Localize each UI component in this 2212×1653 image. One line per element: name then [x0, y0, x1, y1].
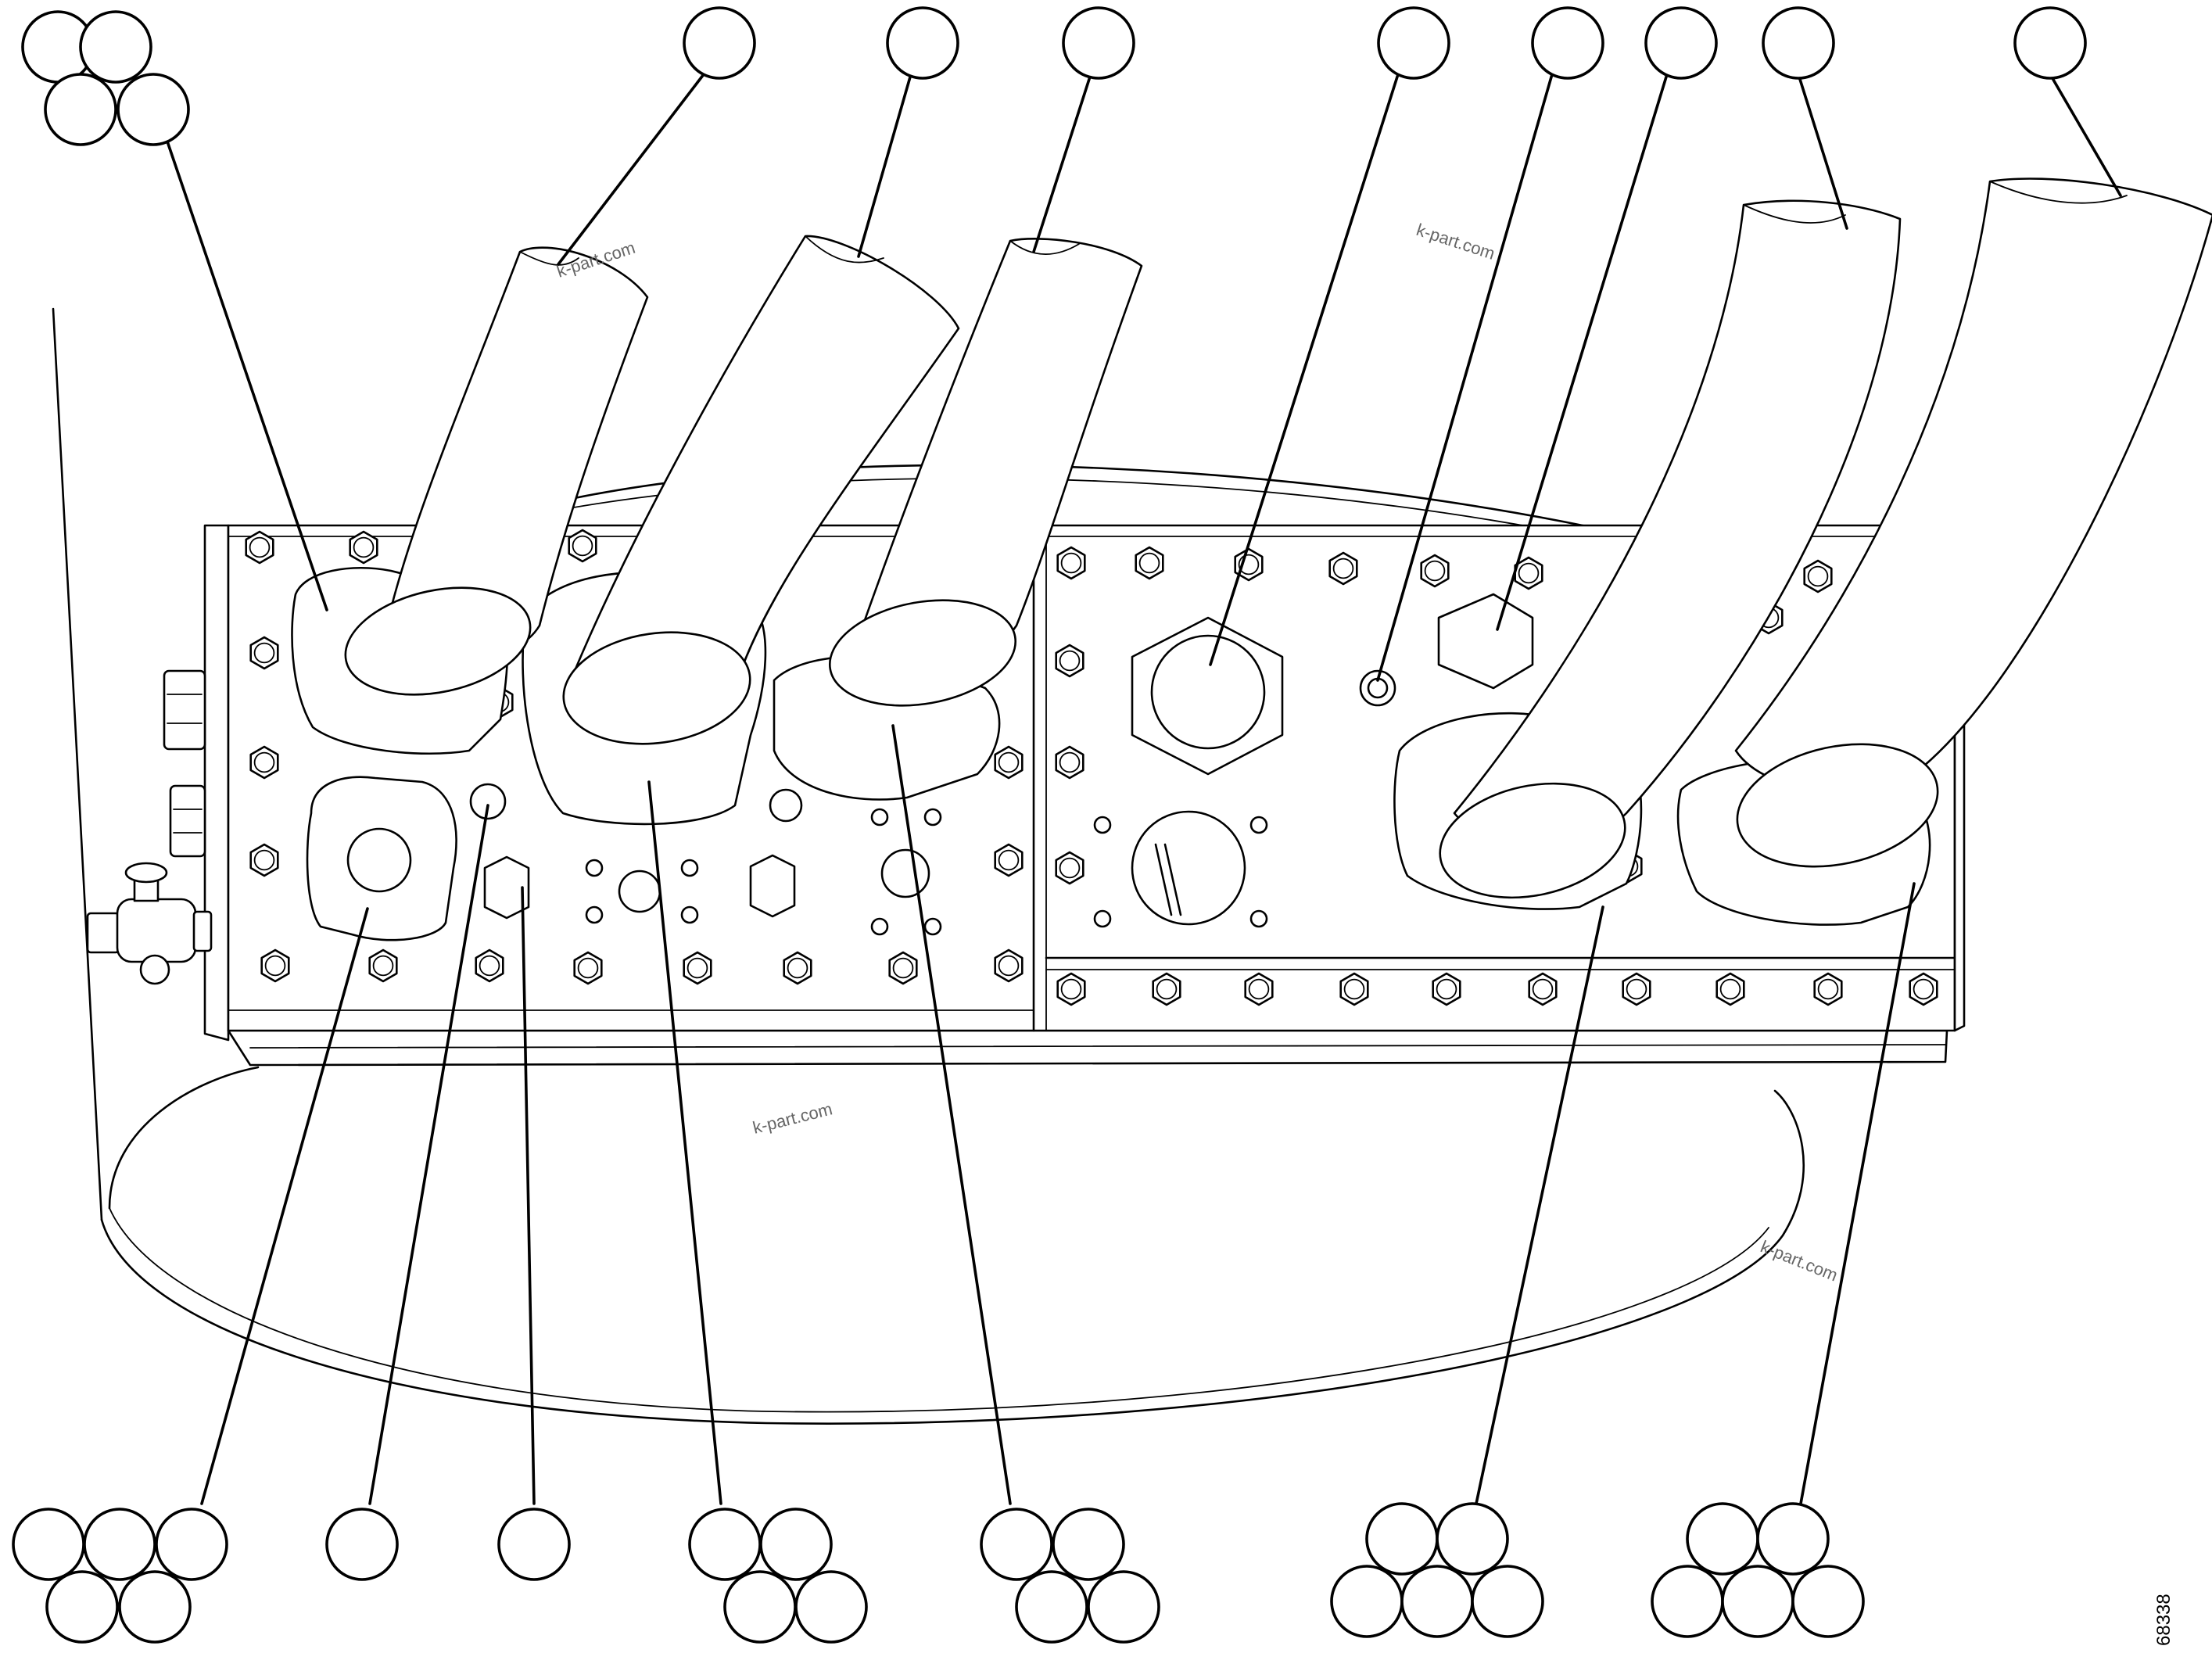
hex-bolt: [683, 951, 712, 985]
leader-top-small-fitting: [1376, 73, 1554, 682]
hex-bolt: [1813, 972, 1843, 1006]
figure-number: 68338: [2153, 1594, 2174, 1646]
watermark-2: k-part.com: [1414, 220, 1497, 264]
hex-bolt: [245, 530, 274, 565]
leader-bottom-flange-5: [1799, 882, 1916, 1505]
hex-bolt: [888, 951, 918, 985]
callout-bottom-flange-2[interactable]: [688, 1508, 868, 1644]
leader-bottom-flange-4: [1475, 905, 1604, 1505]
hex-bolt: [1152, 972, 1181, 1006]
hex-bolt: [994, 948, 1024, 983]
hex-bolt: [1339, 972, 1369, 1006]
hex-bolt: [1135, 546, 1164, 580]
plate-features: [306, 593, 1534, 941]
hex-bolt: [568, 529, 597, 563]
hex-bolt: [994, 843, 1024, 877]
leader-top-hose-4: [1797, 73, 1848, 230]
hex-bolt: [249, 843, 279, 877]
hex-bolt: [249, 745, 279, 780]
leader-top-hose-5: [2049, 73, 2122, 197]
leader-top-hose-2: [857, 73, 912, 258]
callout-bottom-flange-3[interactable]: [980, 1508, 1160, 1644]
callout-top-hose-2[interactable]: [886, 6, 959, 80]
hex-bolt: [1715, 972, 1745, 1006]
callout-top-hex-plug[interactable]: [1644, 6, 1718, 80]
leader-bottom-small-plug: [368, 804, 489, 1505]
callout-top-hose-5[interactable]: [2013, 6, 2087, 80]
hex-bolt: [1056, 972, 1086, 1006]
hex-bolt: [475, 948, 504, 983]
callout-top-large-plug[interactable]: [1377, 6, 1450, 80]
leader-bottom-flange-3: [891, 724, 1012, 1505]
leader-top-hex-plug: [1496, 73, 1669, 631]
leader-top-hose-1: [557, 73, 705, 266]
hex-bolt: [1432, 972, 1461, 1006]
hex-bolt: [1244, 972, 1274, 1006]
hex-bolt: [1420, 554, 1450, 588]
leader-lines: [165, 73, 2122, 1505]
callout-top-group-left[interactable]: [21, 10, 190, 146]
hex-bolt: [1622, 972, 1651, 1006]
callout-bottom-small-plug[interactable]: [325, 1508, 399, 1581]
callout-top-hose-4[interactable]: [1762, 6, 1835, 80]
hoses: [344, 177, 2212, 899]
callout-top-hose-3[interactable]: [1062, 6, 1135, 80]
hex-bolt: [1055, 745, 1084, 780]
hex-bolt: [1528, 972, 1558, 1006]
hex-bolt: [1514, 556, 1543, 590]
watermark-3: k-part.com: [751, 1099, 834, 1137]
leader-bottom-hex-plug: [521, 886, 536, 1505]
leader-bottom-flange-left: [200, 907, 369, 1505]
hex-bolt: [1055, 644, 1084, 678]
leader-bottom-flange-2: [647, 780, 722, 1505]
callout-top-hose-1[interactable]: [683, 6, 756, 80]
callout-top-small-fitting[interactable]: [1531, 6, 1604, 80]
leader-top-large-plug: [1209, 73, 1400, 666]
hex-bolt: [1328, 551, 1358, 586]
hex-bolt: [783, 951, 812, 985]
hex-bolt: [994, 745, 1024, 780]
hex-bolt: [1234, 547, 1264, 582]
callout-bottom-flange-4[interactable]: [1330, 1502, 1544, 1638]
callout-bottom-flange-left[interactable]: [12, 1508, 228, 1644]
hex-bolt: [1055, 851, 1084, 885]
hex-bolt: [260, 948, 290, 983]
callout-bottom-flange-5[interactable]: [1651, 1502, 1865, 1638]
hex-bolt: [1056, 546, 1086, 580]
hex-bolt: [1803, 559, 1833, 593]
leader-top-hose-3: [1032, 73, 1092, 253]
drain-valve: [86, 669, 213, 985]
watermark-4: k-part.com: [1758, 1236, 1841, 1285]
callout-bottom-hex-plug[interactable]: [497, 1508, 571, 1581]
leader-top-group-left: [165, 138, 328, 611]
hex-bolt: [1909, 972, 1938, 1006]
hex-bolt: [573, 951, 603, 985]
callout-bubbles: [12, 6, 2087, 1644]
hex-bolt: [368, 948, 398, 983]
hex-bolt: [349, 530, 378, 565]
hex-bolt: [249, 636, 279, 670]
